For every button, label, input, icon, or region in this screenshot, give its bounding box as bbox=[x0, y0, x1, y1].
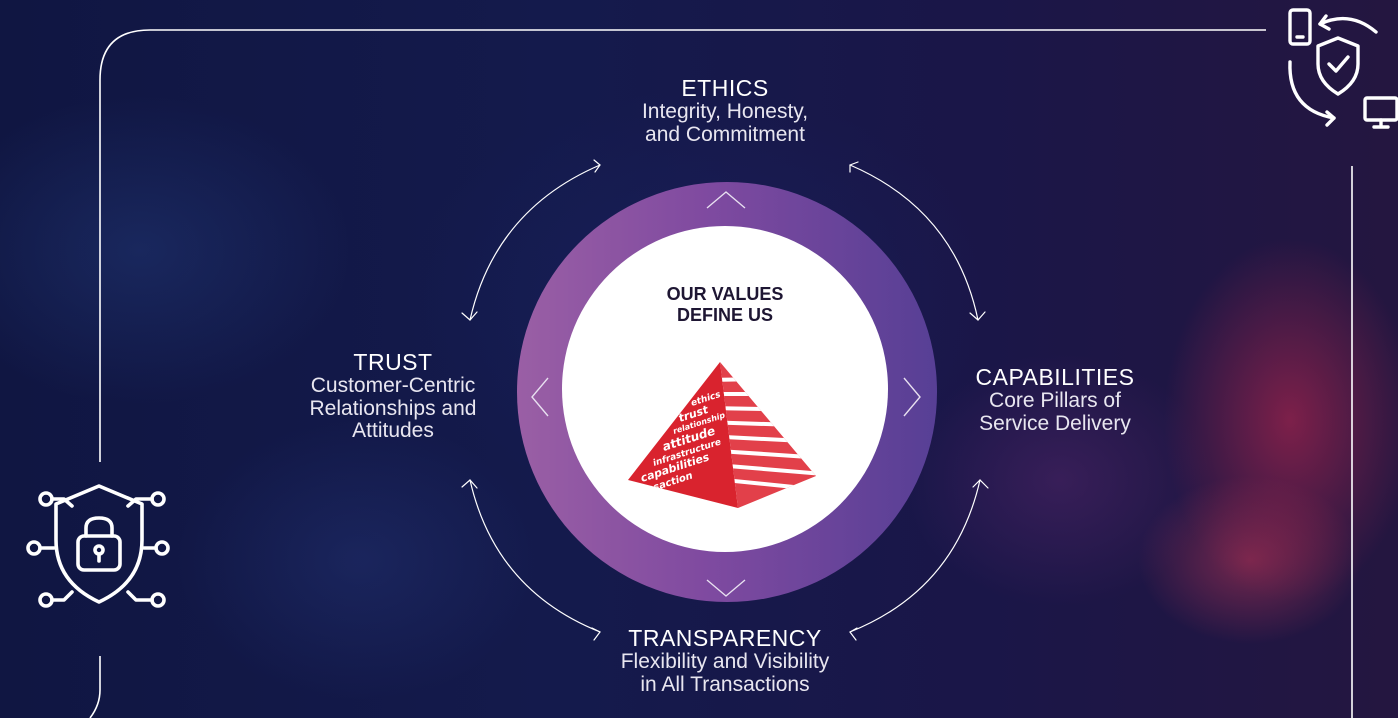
value-transparency: TRANSPARENCY Flexibility and Visibility … bbox=[575, 626, 875, 696]
value-ethics: ETHICS Integrity, Honesty, and Commitmen… bbox=[575, 76, 875, 146]
trust-desc-line2: Relationships and bbox=[309, 396, 477, 420]
values-pyramid: ethics trust relationship attitude infra… bbox=[628, 362, 816, 508]
transparency-desc-line1: Flexibility and Visibility bbox=[620, 649, 830, 673]
ethics-title: ETHICS bbox=[681, 75, 769, 101]
trust-desc-line3: Attitudes bbox=[352, 419, 434, 443]
transparency-title: TRANSPARENCY bbox=[628, 625, 822, 651]
value-trust: TRUST Customer-Centric Relationships and… bbox=[273, 350, 513, 443]
capabilities-title: CAPABILITIES bbox=[975, 364, 1135, 390]
ethics-desc-line1: Integrity, Honesty, bbox=[641, 99, 809, 123]
trust-desc-line1: Customer-Centric bbox=[310, 373, 476, 397]
trust-title: TRUST bbox=[353, 349, 433, 375]
center-title-line1: OUR VALUES bbox=[666, 284, 784, 304]
center-title-line2: DEFINE US bbox=[676, 304, 773, 325]
capabilities-desc-line1: Core Pillars of bbox=[989, 388, 1121, 412]
ethics-desc-line2: and Commitment bbox=[645, 122, 805, 146]
value-capabilities: CAPABILITIES Core Pillars of Service Del… bbox=[935, 365, 1175, 435]
capabilities-desc-line2: Service Delivery bbox=[979, 411, 1131, 435]
device-sync-shield-icon bbox=[1288, 8, 1398, 129]
transparency-desc-line2: in All Transactions bbox=[640, 672, 810, 696]
security-lock-shield-icon bbox=[26, 484, 170, 608]
center-title: OUR VALUES DEFINE US bbox=[562, 284, 888, 326]
